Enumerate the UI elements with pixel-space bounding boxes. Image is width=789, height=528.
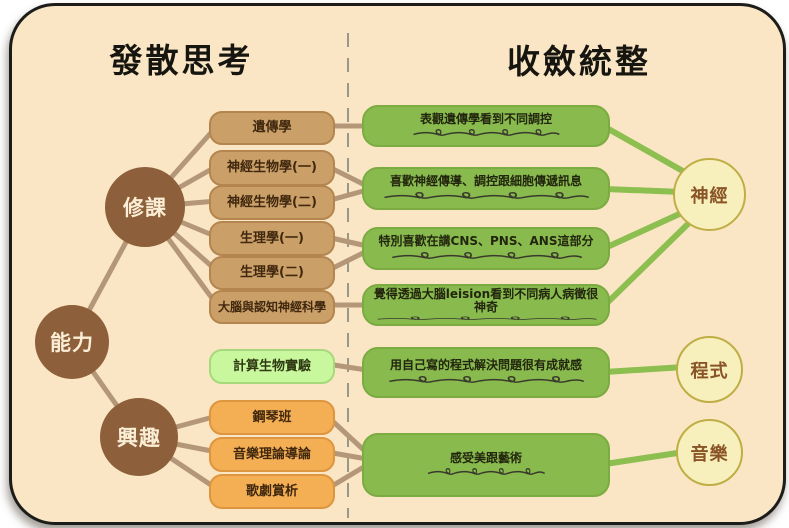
divergent-thinking-title: 發散思考 [109, 41, 254, 80]
squiggle-underline [376, 316, 597, 321]
node-theme-music[interactable]: 音樂 [676, 419, 743, 486]
convergent-integration-title: 收斂統整 [507, 42, 651, 81]
node-ability[interactable]: 能力 [35, 305, 109, 379]
node-course-neurobiology-2[interactable]: 神經生物學(二) [209, 185, 335, 220]
node-label: 特別喜歡在講CNS、PNS、ANS這部分 [378, 234, 594, 249]
squiggle-underline [384, 191, 590, 199]
node-label: 感受美跟藝術 [449, 450, 522, 465]
node-course-physiology-2[interactable]: 生理學(二) [209, 256, 335, 290]
node-insight-epigenetics[interactable]: 表觀遺傳學看到不同調控 [362, 105, 610, 147]
squiggle-underline [427, 468, 545, 475]
squiggle-underline [413, 129, 560, 136]
node-interest-piano-class[interactable]: 鋼琴班 [209, 400, 335, 435]
mindmap-card: 發散思考 收斂統整 能力 修課 興趣 遺傳學 神經生物學(一) 神經生物學(二)… [9, 3, 786, 525]
squiggle-underline [389, 375, 585, 383]
node-course-cognitive-neuroscience[interactable]: 大腦與認知神經科學 [209, 290, 335, 324]
node-insight-art-aesthetics[interactable]: 感受美跟藝術 [362, 433, 610, 497]
node-label: 喜歡神經傳導、調控跟細胞傳遞訊息 [389, 174, 582, 189]
node-course-neurobiology-1[interactable]: 神經生物學(一) [209, 150, 335, 186]
node-interest-music-theory[interactable]: 音樂理論導論 [209, 437, 335, 472]
node-interests-branch[interactable]: 興趣 [100, 398, 178, 476]
node-label: 表觀遺傳學看到不同調控 [419, 111, 552, 126]
node-courses-branch[interactable]: 修課 [105, 167, 185, 247]
node-theme-neuroscience[interactable]: 神經 [673, 158, 746, 231]
node-course-genetics[interactable]: 遺傳學 [209, 111, 335, 145]
node-insight-neural-transmission[interactable]: 喜歡神經傳導、調控跟細胞傳遞訊息 [362, 167, 610, 210]
node-insight-cns-pns-ans[interactable]: 特別喜歡在講CNS、PNS、ANS這部分 [362, 227, 610, 270]
node-insight-brain-lesion[interactable]: 覺得透過大腦leision看到不同病人病徵很神奇 [362, 284, 610, 326]
node-label: 用自己寫的程式解決問題很有成就感 [389, 358, 582, 373]
node-course-physiology-1[interactable]: 生理學(一) [209, 221, 335, 256]
node-theme-programming[interactable]: 程式 [676, 336, 743, 403]
node-insight-programming-achievement[interactable]: 用自己寫的程式解決問題很有成就感 [362, 347, 610, 398]
node-label: 覺得透過大腦leision看到不同病人病徵很神奇 [373, 287, 599, 315]
node-interest-opera-appreciation[interactable]: 歌劇賞析 [209, 474, 335, 509]
squiggle-underline [391, 251, 582, 259]
node-course-computational-biology-lab[interactable]: 計算生物實驗 [209, 349, 335, 384]
